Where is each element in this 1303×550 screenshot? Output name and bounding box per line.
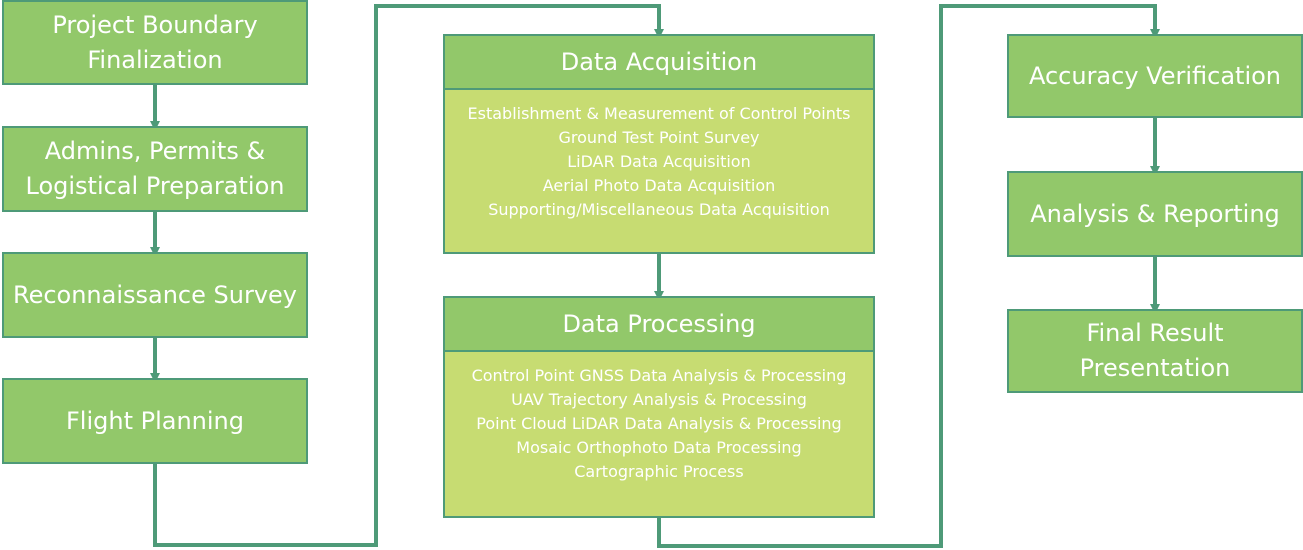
step-admins-permits-logistical-preparation: Admins, Permits & Logistical Preparation [2, 126, 308, 212]
step-project-boundary-finalization: Project Boundary Finalization [2, 0, 308, 85]
panel-item: UAV Trajectory Analysis & Processing [511, 390, 807, 409]
step-label: Final Result Presentation [1079, 319, 1231, 382]
panel-items: Control Point GNSS Data Analysis & Proce… [445, 352, 873, 484]
step-reconnaissance-survey: Reconnaissance Survey [2, 252, 308, 338]
panel-items: Establishment & Measurement of Control P… [445, 90, 873, 222]
panel-item: Mosaic Orthophoto Data Processing [516, 438, 802, 457]
step-label: Analysis & Reporting [1030, 199, 1280, 228]
panel-data-acquisition: Data Acquisition Establishment & Measure… [443, 34, 875, 254]
panel-item: Supporting/Miscellaneous Data Acquisitio… [488, 200, 830, 219]
panel-title: Data Processing [445, 298, 873, 352]
panel-data-processing: Data Processing Control Point GNSS Data … [443, 296, 875, 518]
step-label: Flight Planning [65, 406, 244, 435]
panel-item: Ground Test Point Survey [558, 128, 760, 147]
arrow-processing-to-accuracy [657, 4, 1160, 548]
step-label: Accuracy Verification [1028, 61, 1282, 90]
panel-item: Cartographic Process [574, 462, 744, 481]
step-final-result-presentation: Final Result Presentation [1007, 309, 1303, 393]
step-flight-planning: Flight Planning [2, 378, 308, 464]
panel-item: LiDAR Data Acquisition [567, 152, 751, 171]
panel-item: Control Point GNSS Data Analysis & Proce… [471, 366, 847, 385]
step-label: Admins, Permits & Logistical Preparation [25, 137, 285, 200]
step-label: Project Boundary Finalization [52, 10, 258, 74]
arrow-flight-to-acquisition [153, 4, 664, 547]
panel-item: Point Cloud LiDAR Data Analysis & Proces… [476, 414, 842, 433]
panel-title: Data Acquisition [445, 36, 873, 90]
step-label: Reconnaissance Survey [12, 280, 298, 309]
step-analysis-and-reporting: Analysis & Reporting [1007, 171, 1303, 257]
step-accuracy-verification: Accuracy Verification [1007, 34, 1303, 118]
panel-item: Establishment & Measurement of Control P… [467, 104, 851, 123]
panel-item: Aerial Photo Data Acquisition [542, 176, 776, 195]
